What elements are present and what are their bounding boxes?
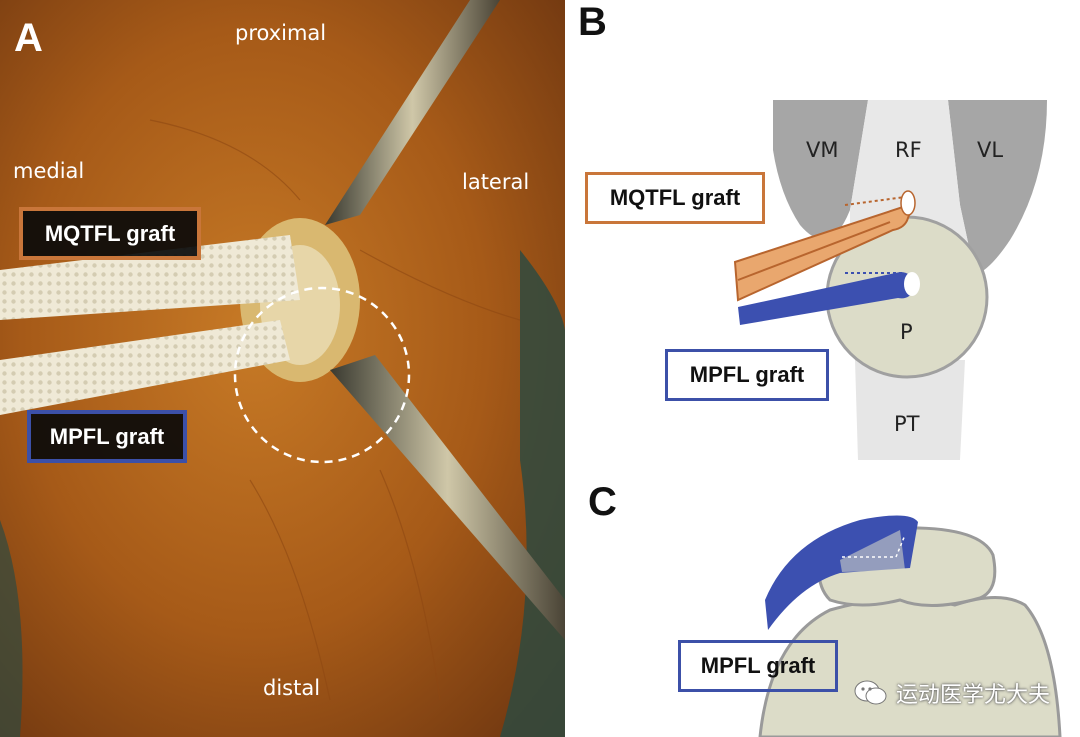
panel-a-mqtfl-label: MQTFL graft bbox=[19, 207, 201, 260]
direction-lateral: lateral bbox=[462, 170, 530, 194]
wechat-icon bbox=[854, 680, 887, 705]
vastus-medialis-shape bbox=[773, 100, 868, 240]
panel-a-letter: A bbox=[14, 16, 43, 60]
panel-b-letter: B bbox=[578, 0, 607, 44]
insertion-highlight-circle bbox=[233, 286, 411, 464]
panel-b-schematic bbox=[733, 100, 1047, 460]
patellar-tendon-shape bbox=[855, 360, 965, 460]
panel-c-letter: C bbox=[588, 480, 617, 524]
watermark: 运动医学尤大夫 bbox=[854, 677, 1050, 709]
label-rf: RF bbox=[895, 138, 922, 162]
mpfl-graft-diagram bbox=[738, 272, 920, 325]
panel-b-mqtfl-label: MQTFL graft bbox=[585, 172, 765, 224]
label-p: P bbox=[900, 320, 913, 344]
panel-a-mpfl-label: MPFL graft bbox=[27, 410, 187, 463]
panel-b-mpfl-label: MPFL graft bbox=[665, 349, 829, 401]
panel-c-mpfl-label: MPFL graft bbox=[678, 640, 838, 692]
direction-proximal: proximal bbox=[235, 21, 327, 45]
surgical-photo bbox=[0, 0, 565, 737]
mpfl-graft-axial bbox=[765, 515, 918, 630]
direction-distal: distal bbox=[263, 676, 321, 700]
watermark-text: 运动医学尤大夫 bbox=[895, 683, 1050, 708]
label-pt: PT bbox=[894, 412, 920, 436]
label-vl: VL bbox=[977, 138, 1004, 162]
vastus-lateralis-shape bbox=[948, 100, 1047, 275]
direction-medial: medial bbox=[13, 159, 85, 183]
label-vm: VM bbox=[806, 138, 839, 162]
mqtfl-graft-diagram bbox=[733, 190, 916, 302]
